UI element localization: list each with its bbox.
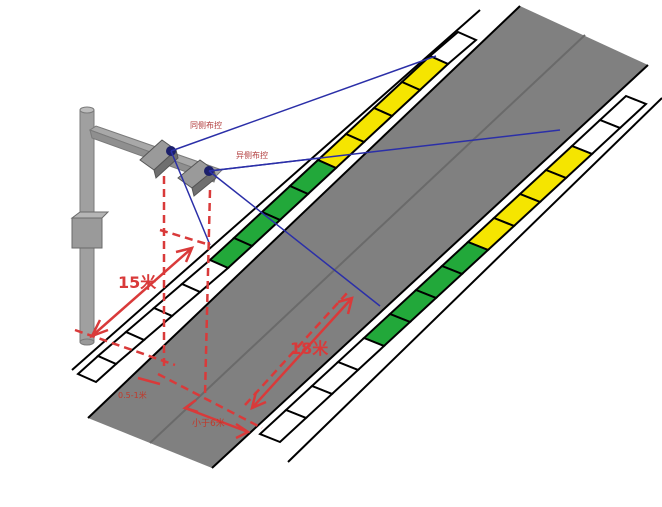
label-same-side: 同侧布控 bbox=[190, 120, 222, 130]
near-side-cells bbox=[71, 9, 481, 384]
dimension-arrows bbox=[89, 246, 354, 440]
label-18m: 18米 bbox=[290, 339, 329, 358]
label-lt6m: 小于6米 bbox=[192, 417, 225, 429]
sight-lines bbox=[170, 55, 561, 307]
camera-pole bbox=[70, 106, 223, 346]
road-left-border bbox=[87, 5, 521, 419]
label-offset: 0.5-1米 bbox=[118, 390, 147, 400]
far-side-cells bbox=[258, 94, 662, 463]
road-right-border bbox=[211, 64, 649, 469]
label-15m: 15米 bbox=[118, 273, 157, 292]
road-surface bbox=[88, 6, 648, 468]
label-opposite-side: 异侧布控 bbox=[236, 150, 268, 160]
road-center-line bbox=[149, 34, 586, 444]
